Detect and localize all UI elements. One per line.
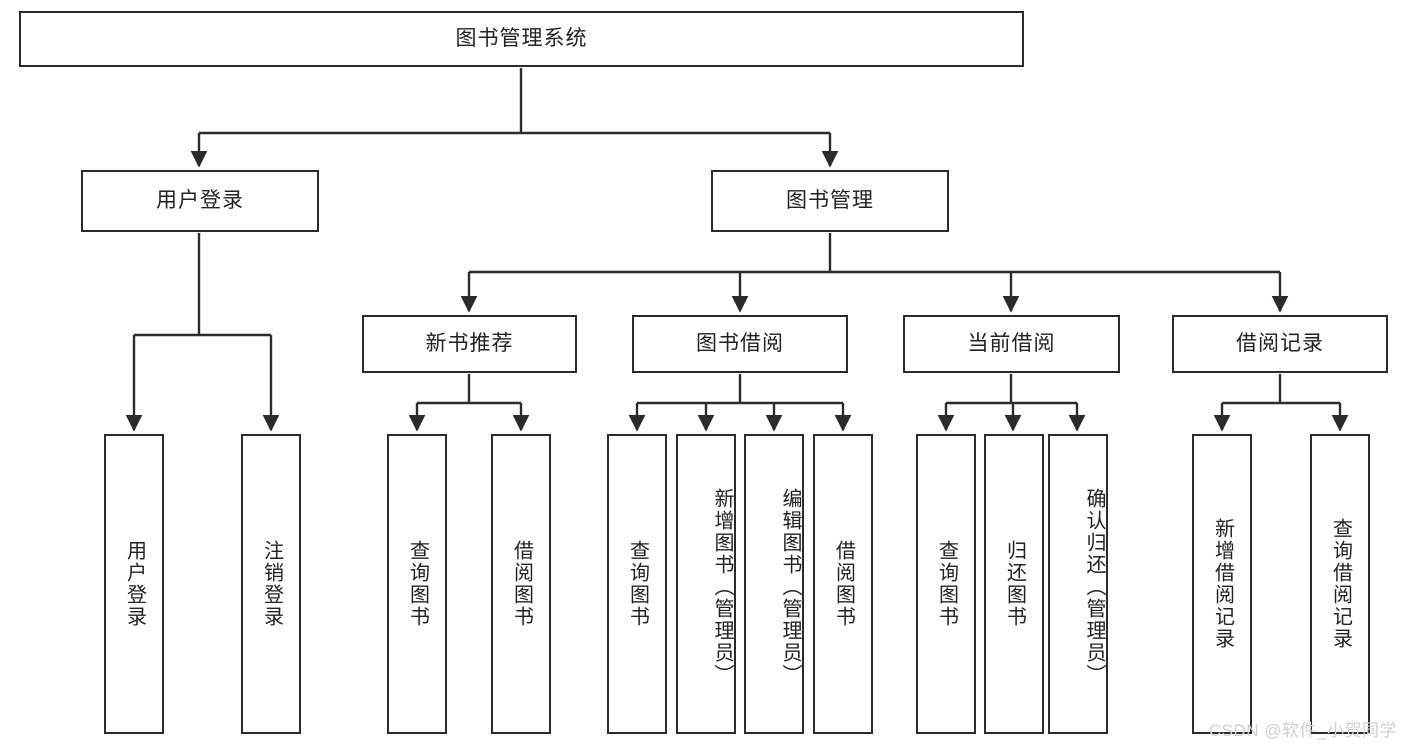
node-current-borrow[interactable]: 当前借阅 — [903, 315, 1120, 373]
node-leaf-borrow-book-2[interactable]: 借阅图书 — [813, 434, 873, 734]
node-leaf-query-book-1[interactable]: 查询图书 — [387, 434, 447, 734]
node-leaf-query-book-3[interactable]: 查询图书 — [916, 434, 976, 734]
node-leaf-query-book-2[interactable]: 查询图书 — [607, 434, 667, 734]
node-leaf-user-login[interactable]: 用户登录 — [104, 434, 164, 734]
node-leaf-edit-book[interactable]: 编辑图书（管理员） — [744, 434, 804, 734]
node-leaf-query-record[interactable]: 查询借阅记录 — [1310, 434, 1370, 734]
node-new-book-recommend[interactable]: 新书推荐 — [362, 315, 577, 373]
node-leaf-borrow-book-1[interactable]: 借阅图书 — [491, 434, 551, 734]
node-leaf-confirm-return[interactable]: 确认归还（管理员） — [1048, 434, 1108, 734]
node-root[interactable]: 图书管理系统 — [19, 11, 1024, 67]
node-leaf-logout[interactable]: 注销登录 — [241, 434, 301, 734]
watermark: CSDN @软件_小贺同学 — [1208, 721, 1397, 740]
node-book-borrow[interactable]: 图书借阅 — [632, 315, 848, 373]
node-leaf-return-book[interactable]: 归还图书 — [984, 434, 1044, 734]
node-user-login[interactable]: 用户登录 — [81, 170, 319, 232]
node-book-management[interactable]: 图书管理 — [711, 170, 949, 232]
node-borrow-record[interactable]: 借阅记录 — [1172, 315, 1388, 373]
node-leaf-add-record[interactable]: 新增借阅记录 — [1192, 434, 1252, 734]
node-leaf-add-book[interactable]: 新增图书（管理员） — [676, 434, 736, 734]
